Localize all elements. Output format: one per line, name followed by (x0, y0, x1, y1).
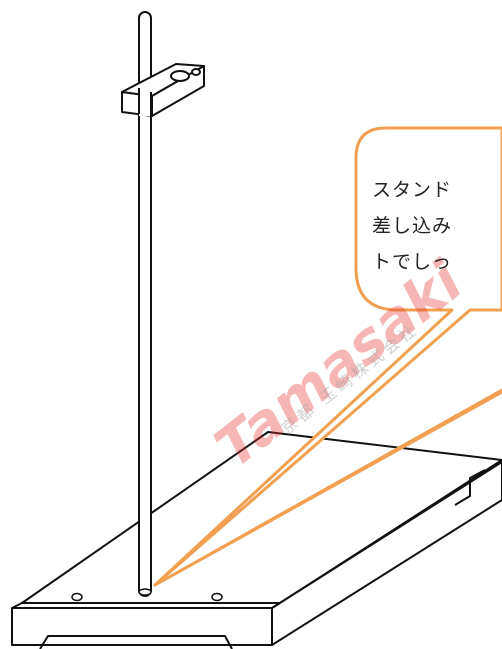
stand-rod (138, 11, 152, 597)
boss-head-clamp (121, 63, 205, 117)
base-hole-left (71, 592, 83, 602)
callout-line-2: 差し込み (372, 215, 453, 237)
base-hole-right (211, 592, 223, 602)
base-side-face (271, 461, 502, 646)
base-front-face (11, 607, 273, 646)
callout-line-1: スタンド (372, 179, 453, 201)
callout-box (153, 126, 502, 587)
callout-line-3: トでしっ (372, 251, 453, 273)
callout-text: スタンド 差し込み トでしっ (372, 172, 502, 280)
callout-pointer (153, 388, 502, 587)
